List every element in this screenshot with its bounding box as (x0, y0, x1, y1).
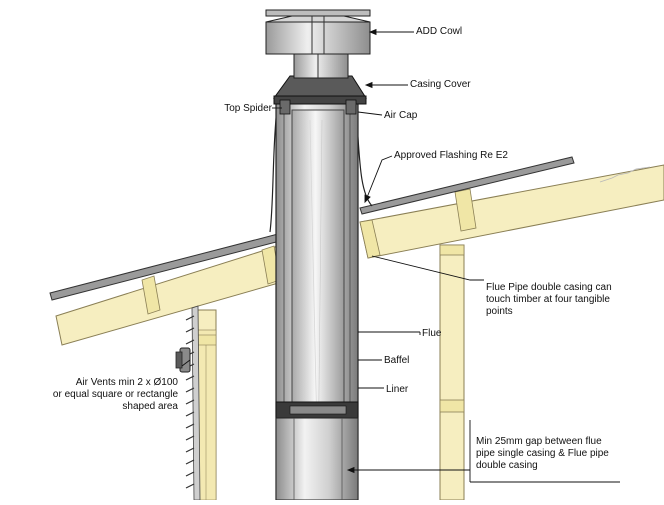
label-flue-casing-1: Flue Pipe double casing can (486, 282, 612, 293)
label-gap-2: pipe single casing & Flue pipe (476, 448, 609, 459)
leader-lines (181, 28, 620, 483)
label-flashing: Approved Flashing Re E2 (394, 150, 508, 161)
add-cowl (265, 9, 371, 79)
label-vents-3: shaped area (122, 401, 178, 412)
label-gap-1: Min 25mm gap between flue (476, 436, 602, 447)
label-vents-2: or equal square or rectangle (52, 389, 178, 400)
label-flue-casing-2: touch timber at four tangible (486, 294, 610, 305)
right-post (439, 244, 465, 501)
label-casing-cover: Casing Cover (410, 79, 471, 90)
casing-cover (273, 75, 367, 105)
label-vents-1: Air Vents min 2 x Ø100 (75, 377, 178, 388)
label-baffel: Baffel (384, 355, 410, 366)
right-rafter (359, 164, 664, 259)
liner-band (275, 401, 359, 501)
label-liner: Liner (386, 384, 409, 395)
label-add-cowl: ADD Cowl (416, 26, 463, 37)
top-spider (279, 99, 357, 115)
left-wall-timber (195, 309, 217, 501)
right-roof-sheet (359, 156, 575, 215)
label-flue-casing-3: points (486, 306, 513, 317)
label-flue: Flue (422, 328, 442, 339)
label-top-spider: Top Spider (224, 103, 272, 114)
left-rafter (55, 245, 283, 346)
air-vent-louvres (175, 305, 201, 501)
label-air-cap: Air Cap (384, 110, 418, 121)
label-gap-3: double casing (476, 460, 538, 471)
